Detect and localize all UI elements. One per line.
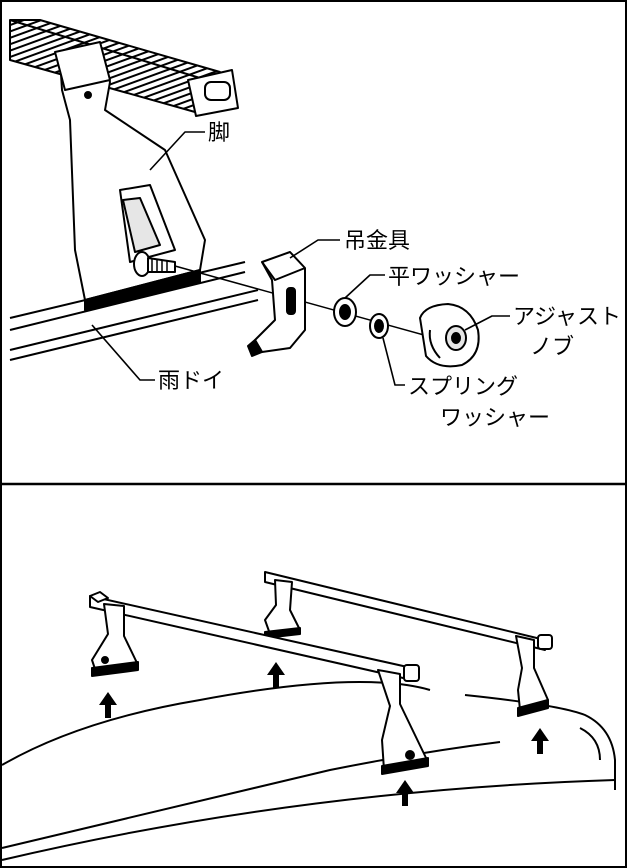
rear-crossbar bbox=[264, 571, 553, 651]
adjust-knob-label-line1: アジャスト bbox=[513, 305, 621, 330]
assembly-axis bbox=[174, 265, 461, 346]
spring-washer-label-line1: スプリング bbox=[408, 375, 518, 400]
top-panel bbox=[9, 19, 510, 386]
leg bbox=[54, 41, 206, 311]
placement-arrows bbox=[99, 662, 549, 806]
hanger-label: 吊金具 bbox=[344, 229, 410, 254]
front-right-leg bbox=[377, 669, 429, 775]
flat-washer bbox=[333, 297, 357, 327]
leader-lines bbox=[91, 131, 510, 386]
rear-right-leg bbox=[515, 635, 549, 717]
hanger-bracket bbox=[247, 251, 306, 357]
front-left-leg bbox=[91, 603, 139, 677]
bottom-panel bbox=[1, 571, 616, 861]
car-roof bbox=[1, 681, 616, 861]
spring-washer-label-line2: ワッシャー bbox=[440, 406, 550, 431]
bolt bbox=[133, 251, 176, 277]
adjust-knob-label-line2: ノブ bbox=[530, 335, 574, 360]
up-arrow-icon bbox=[99, 692, 117, 718]
leg-leader bbox=[149, 131, 205, 171]
rain-gutter-leader bbox=[91, 324, 155, 381]
adjust-knob bbox=[419, 303, 480, 368]
up-arrow-icon bbox=[396, 780, 414, 806]
rain-gutter-label: 雨ドイ bbox=[158, 369, 224, 394]
hanger-leader bbox=[289, 239, 340, 259]
front-crossbar bbox=[89, 591, 420, 682]
flat-washer-label: 平ワッシャー bbox=[388, 265, 520, 290]
adjust-knob-leader bbox=[464, 315, 510, 331]
leg-label: 脚 bbox=[208, 121, 230, 146]
spring-washer bbox=[369, 313, 389, 339]
spring-washer-leader bbox=[382, 337, 405, 386]
crossbar bbox=[9, 19, 239, 117]
up-arrow-icon bbox=[267, 662, 285, 688]
flat-washer-leader bbox=[344, 274, 385, 299]
up-arrow-icon bbox=[531, 728, 549, 754]
